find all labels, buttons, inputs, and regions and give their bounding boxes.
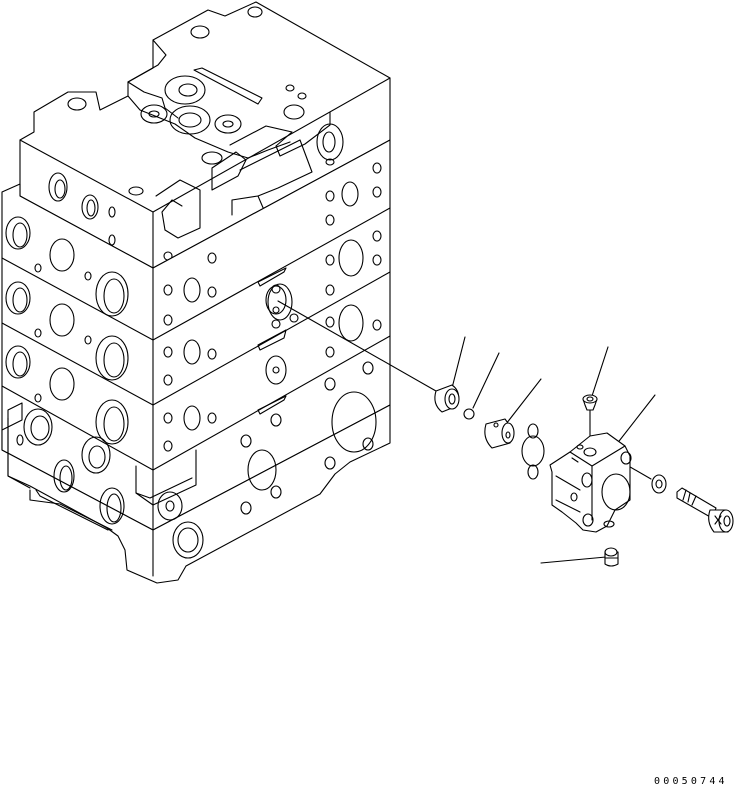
bolt [676,487,734,533]
valve-block-bottom-section [1,361,391,584]
reference-number: 00050744 [654,776,728,787]
valve-block-top-section [19,1,391,269]
o-rings [521,423,545,480]
bottom-plug [604,547,619,567]
leader-piston [505,378,542,425]
leader-cover [615,394,656,446]
leader-collar [450,336,466,393]
valve-block-sections [1,139,391,531]
top-plug [582,394,598,411]
leader-top-plug [591,346,609,397]
cover-block [549,432,632,533]
valve-block [1,1,391,584]
collar [434,384,460,413]
ball [463,408,475,420]
leader-bottom-plug [540,556,607,564]
leader-collar-to-block [277,300,437,392]
washer [651,474,667,494]
spool-piston [484,418,515,449]
leader-ball [472,352,500,409]
